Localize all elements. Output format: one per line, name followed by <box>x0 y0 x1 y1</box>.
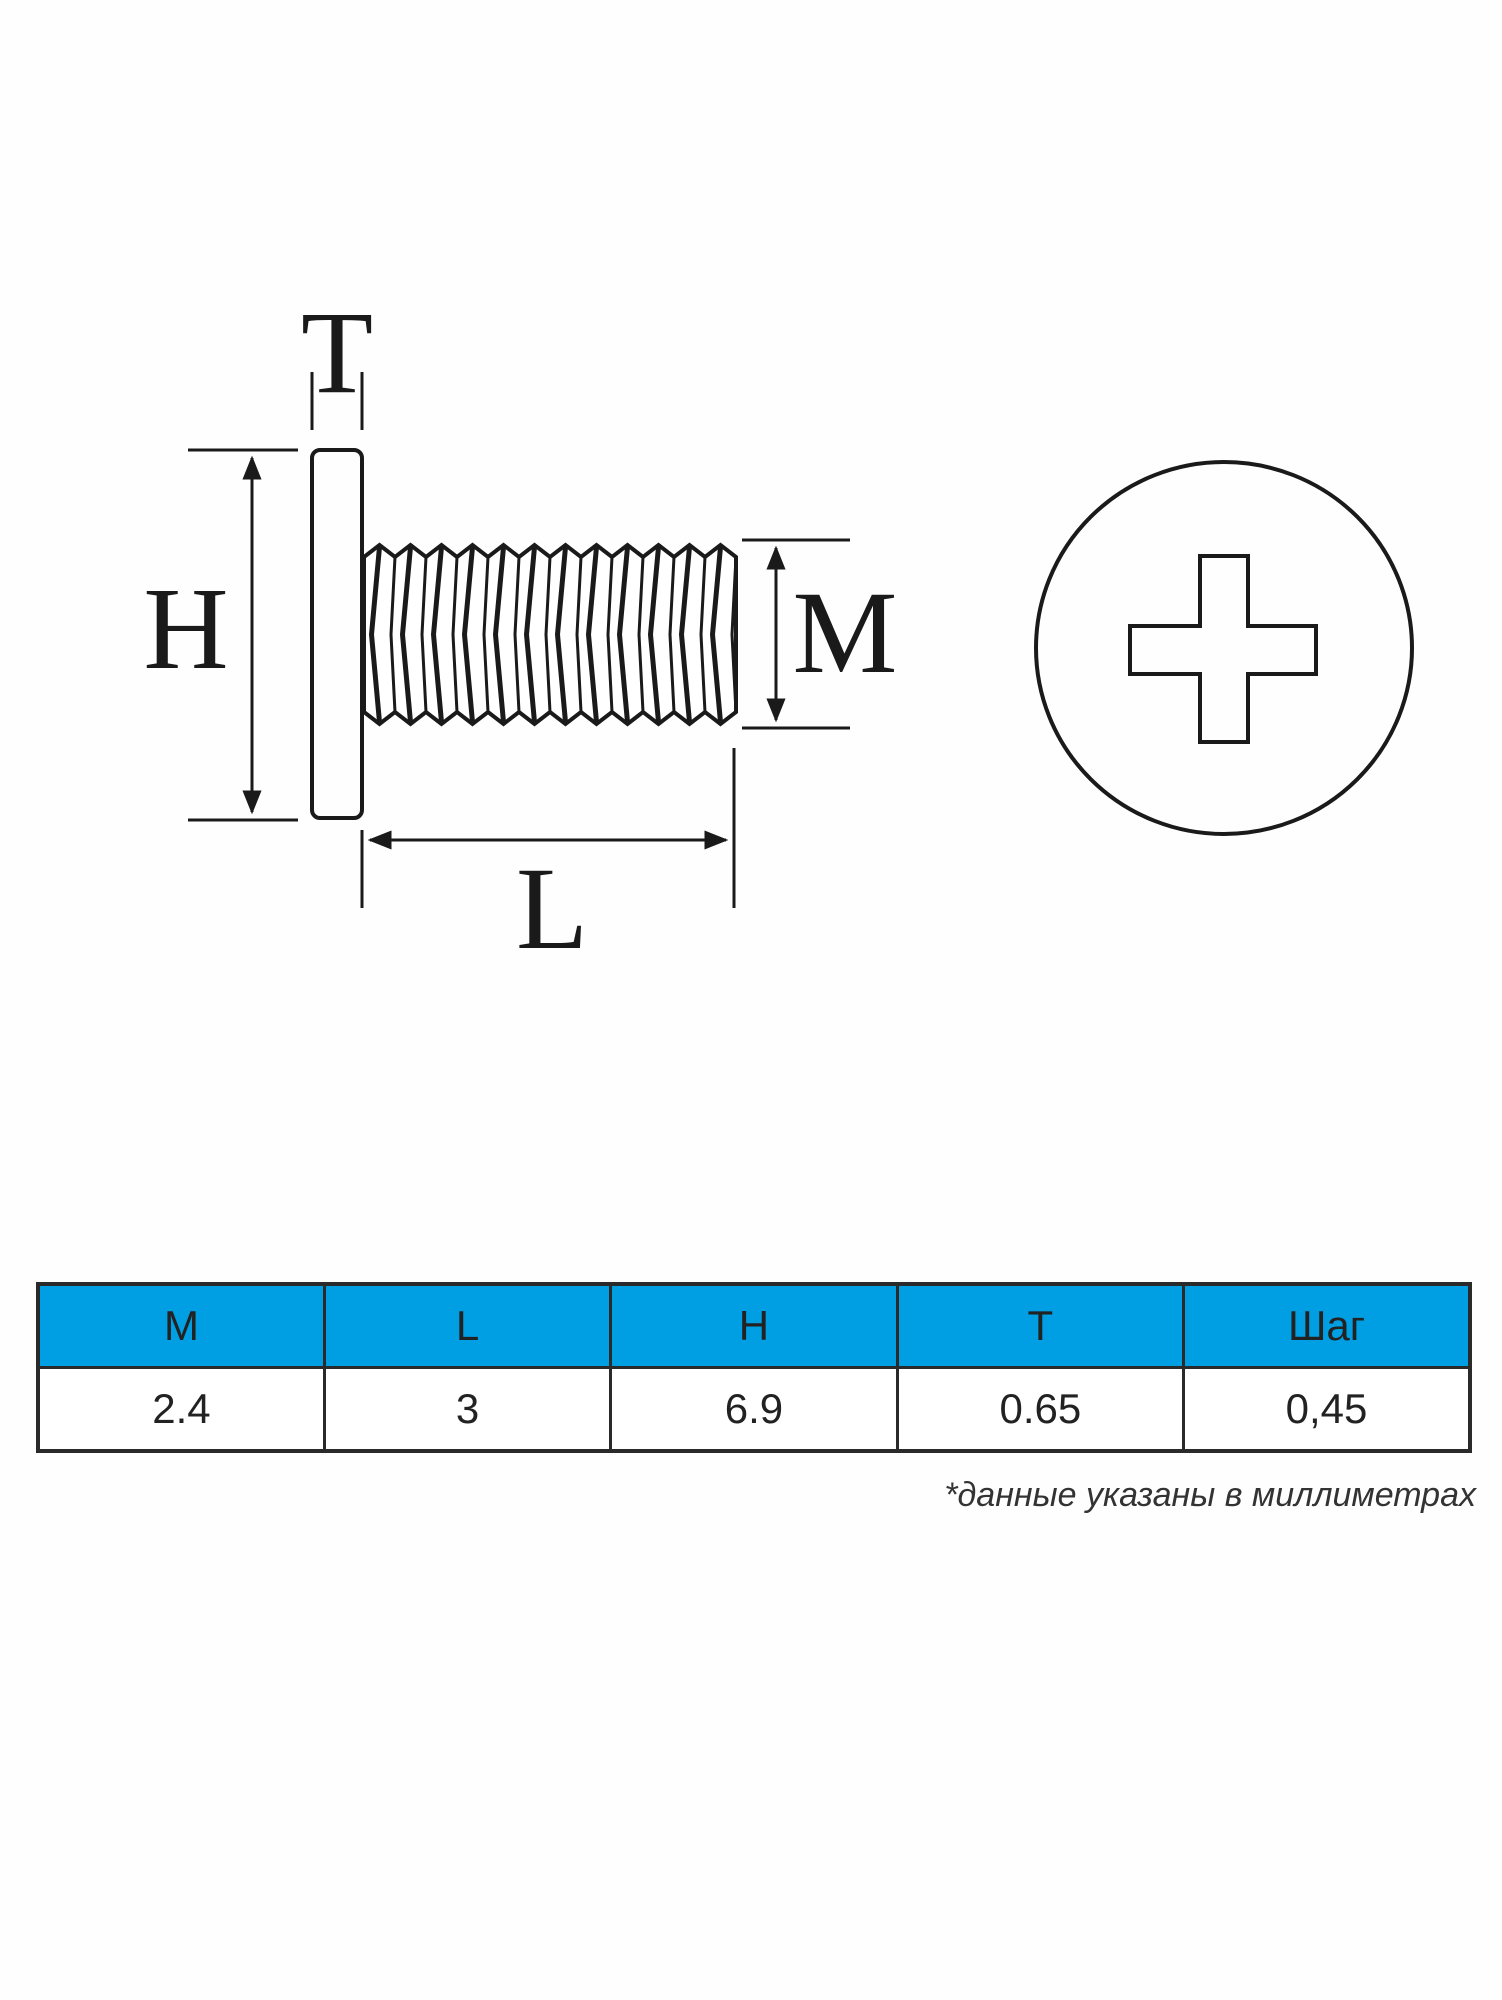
thread-root <box>699 556 707 713</box>
thread-crest <box>368 546 382 723</box>
screw-head <box>310 448 364 820</box>
label-h: H <box>143 563 228 694</box>
thread-crest <box>399 546 413 723</box>
label-m: M <box>793 567 898 698</box>
thread-crest <box>585 546 599 723</box>
header-t: T <box>895 1282 1186 1369</box>
spec-table: M L H T Шаг 2.4 3 6.9 0.65 0,45 <box>36 1282 1472 1453</box>
thread-root <box>730 556 738 713</box>
head-circle <box>1034 460 1414 836</box>
header-pitch: Шаг <box>1182 1282 1472 1369</box>
thread-root <box>482 556 490 713</box>
thread-crest <box>492 546 506 723</box>
thread-root <box>420 556 428 713</box>
header-l: L <box>322 1282 613 1369</box>
screw-thread <box>362 542 738 727</box>
screw-side-view <box>310 448 738 820</box>
value-m: 2.4 <box>36 1366 326 1453</box>
screw-head-top-view <box>1034 460 1414 836</box>
thread-root <box>637 556 645 713</box>
thread-root <box>451 556 459 713</box>
value-pitch: 0,45 <box>1182 1366 1472 1453</box>
thread-crest <box>430 546 444 723</box>
header-m: M <box>36 1282 326 1369</box>
thread-crest <box>523 546 537 723</box>
thread-crest <box>554 546 568 723</box>
label-t: T <box>301 287 373 418</box>
table-row: 2.4 3 6.9 0.65 0,45 <box>36 1366 1472 1453</box>
thread-crest <box>461 546 475 723</box>
footnote: *данные указаны в миллиметрах <box>944 1476 1476 1514</box>
thread-crest <box>678 546 692 723</box>
header-h: H <box>609 1282 899 1369</box>
thread-root <box>389 556 397 713</box>
thread-root <box>513 556 521 713</box>
dimension-lines <box>188 372 850 908</box>
thread-crest <box>709 546 723 723</box>
phillips-cross-icon <box>1128 554 1318 744</box>
thread-crest <box>647 546 661 723</box>
thread-crest <box>616 546 630 723</box>
value-l: 3 <box>322 1366 613 1453</box>
screw-drawing: T H M L <box>143 287 1414 974</box>
value-t: 0.65 <box>895 1366 1186 1453</box>
table-header-row: M L H T Шаг <box>36 1282 1472 1369</box>
label-l: L <box>516 843 588 974</box>
thread-root <box>575 556 583 713</box>
value-h: 6.9 <box>609 1366 899 1453</box>
thread-root <box>668 556 676 713</box>
thread-root <box>606 556 614 713</box>
thread-root <box>544 556 552 713</box>
